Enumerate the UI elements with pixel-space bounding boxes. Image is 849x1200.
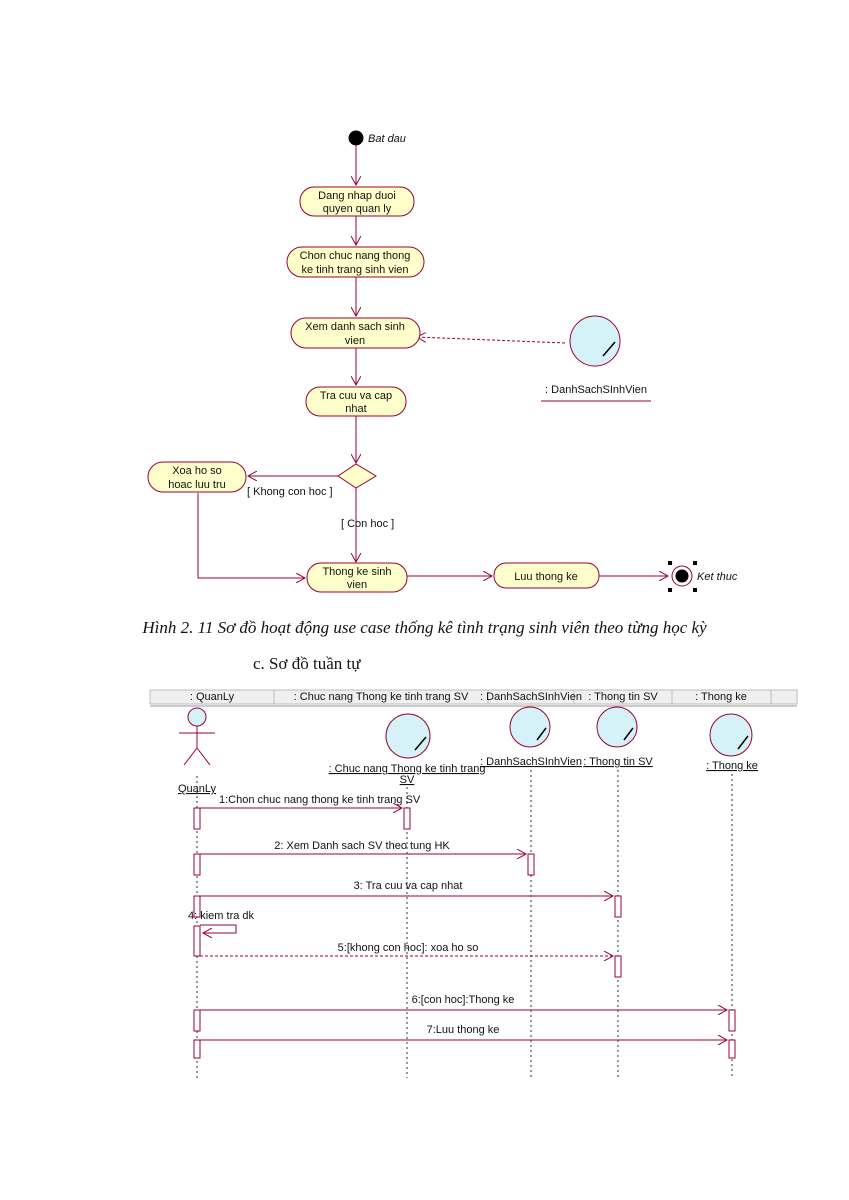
entity-icon-mark [623,727,634,741]
participant-label: : Thong ke [706,760,758,772]
header-title: : DanhSachSInhVien [480,691,582,703]
entity-icon-mark [737,735,749,750]
activity-labels: Bat dau Ket thuc : DanhSachSInhVien Dang… [168,133,738,591]
action-delete-archive [147,461,247,493]
end-node-handles [668,561,697,592]
action-label: Xem danh sach sinh [305,321,405,333]
section-subheading: c. Sơ đồ tuần tự [253,654,361,673]
action-login [299,186,415,217]
start-label: Bat dau [368,133,406,145]
action-label: quyen quan ly [323,203,392,215]
figure-caption: Hình 2. 11 Sơ đồ hoạt động use case thốn… [142,618,707,637]
action-label: Dang nhap duoi [318,190,396,202]
message-labels: 1:Chon chuc nang thong ke tinh trang SV … [188,794,514,1036]
action-label: Xoa ho so [172,465,222,477]
end-label: Ket thuc [697,571,738,583]
guard-label: [ Khong con hoc ] [247,486,333,498]
action-label: nhat [345,403,366,415]
edge [197,493,305,578]
activity-diagram [147,130,697,593]
message-label: 2: Xem Danh sach SV theo tung HK [274,840,450,852]
entity-icon [385,713,431,759]
object-flow [417,337,566,344]
message-arrows [200,808,727,1040]
action-label: ke tinh trang sinh vien [301,264,408,276]
action-label: Chon chuc nang thong [300,250,411,262]
action-statistics [306,562,408,593]
participant-label: : DanhSachSInhVien [480,756,582,768]
message-label: 3: Tra cuu va cap nhat [354,880,463,892]
entity-icon-mark [602,341,616,357]
header-titles: : QuanLy : Chuc nang Thong ke tinh trang… [190,691,747,703]
action-label: vien [347,579,367,591]
message-label: 1:Chon chuc nang thong ke tinh trang SV [219,794,421,806]
entity-icon [709,713,753,757]
header-dividers [273,690,772,704]
activation-bars [193,807,736,1059]
message-label: 5:[khong con hoc]: xoa ho so [338,942,479,954]
end-node-inner [675,569,689,583]
participant-label: QuanLy [178,783,217,795]
message-label: 4: kiem tra dk [188,910,255,922]
entity-icon [596,706,638,748]
action-label: vien [345,335,365,347]
object-label: : DanhSachSInhVien [545,384,647,396]
participant-label: : Thong tin SV [583,756,653,768]
entity-icon [509,706,551,748]
actor-icon [179,707,215,766]
sequence-diagram: : QuanLy : Chuc nang Thong ke tinh trang… [149,689,798,1078]
action-choose-function [286,246,425,278]
header-title: : QuanLy [190,691,235,703]
action-label: hoac luu tru [168,479,225,491]
entity-icon [569,315,621,367]
header-title: : Thong ke [695,691,747,703]
action-view-list [290,317,421,349]
guard-label: [ Con hoc ] [341,518,394,530]
action-label: Luu thong ke [514,571,578,583]
entity-icon-mark [414,736,427,751]
action-label: Tra cuu va cap [320,390,392,402]
message-label: 6:[con hoc]:Thong ke [412,994,515,1006]
header-title: : Chuc nang Thong ke tinh trang SV [294,691,469,703]
participant-label: SV [400,774,415,786]
entity-icon-mark [536,727,547,741]
start-node [348,130,364,146]
action-lookup-update [305,386,407,417]
participant-label: : Chuc nang Thong ke tinh trang [329,763,486,775]
action-label: Thong ke sinh [322,566,391,578]
action-save-statistics [493,562,600,589]
message-label: 7:Luu thong ke [427,1024,500,1036]
header-title: : Thong tin SV [588,691,658,703]
decision-node [337,463,377,489]
sequence-header [149,689,798,705]
